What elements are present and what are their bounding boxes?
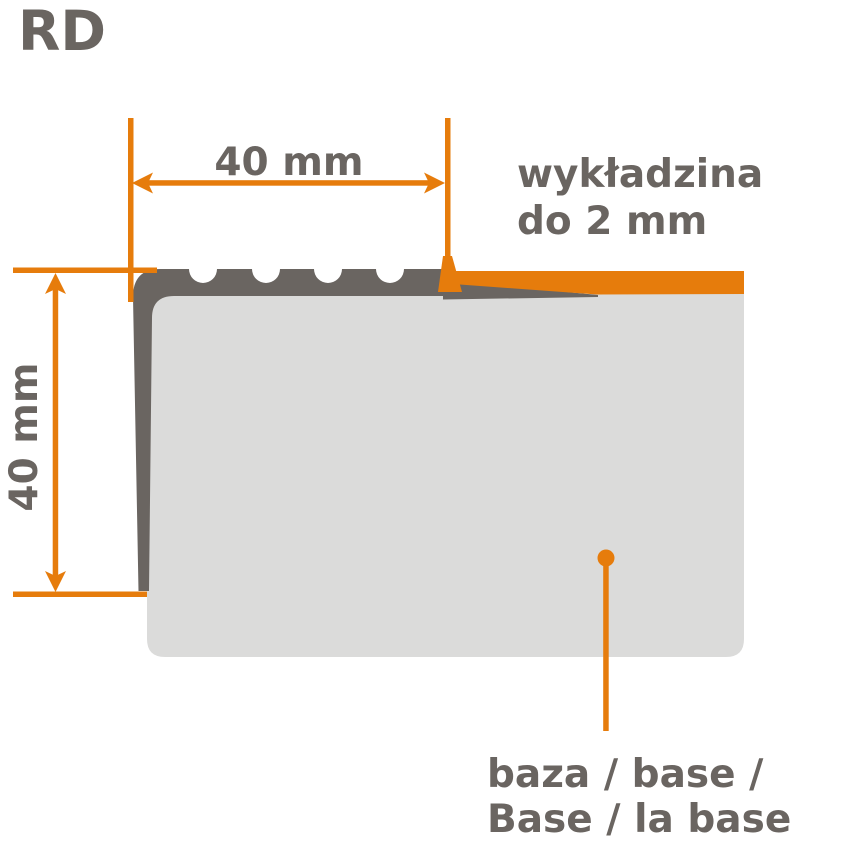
height-dimension-line bbox=[52, 282, 59, 583]
height-extension-line-bottom bbox=[13, 591, 147, 597]
width-arrowhead-left-icon bbox=[132, 172, 153, 194]
height-dimension: 40 mm bbox=[2, 267, 157, 597]
base-annotation: baza / base / Base / la base bbox=[487, 549, 791, 842]
height-extension-line-top bbox=[13, 267, 157, 273]
height-arrowhead-bottom-icon bbox=[45, 571, 66, 592]
lining-wedge bbox=[438, 256, 462, 292]
lining-annotation: wykładzina do 2 mm bbox=[517, 152, 763, 244]
height-arrowhead-top-icon bbox=[45, 273, 66, 294]
height-dimension-label: 40 mm bbox=[2, 362, 47, 511]
width-arrowhead-right-icon bbox=[424, 172, 445, 194]
lining-strip bbox=[446, 271, 744, 295]
base-label-line2: Base / la base bbox=[487, 797, 791, 842]
leader-line bbox=[603, 558, 609, 731]
width-extension-line-right bbox=[445, 118, 451, 260]
page-title: RD bbox=[18, 0, 106, 63]
base-label-line1: baza / base / bbox=[487, 752, 764, 797]
width-dimension-line bbox=[140, 180, 437, 186]
base-shape bbox=[147, 294, 744, 657]
lining-label-line2: do 2 mm bbox=[517, 199, 707, 244]
lining-label-line1: wykładzina bbox=[517, 152, 763, 197]
width-extension-line-left bbox=[128, 118, 134, 302]
width-dimension: 40 mm bbox=[128, 118, 451, 302]
profile-cross-section bbox=[133, 256, 744, 657]
width-dimension-label: 40 mm bbox=[214, 140, 363, 185]
